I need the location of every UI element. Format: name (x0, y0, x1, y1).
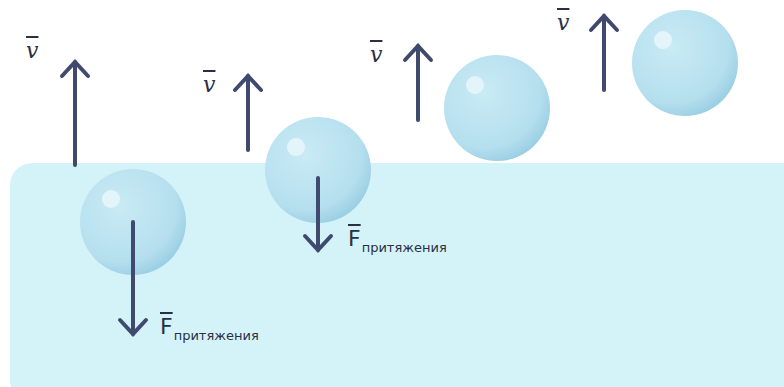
velocity-label: v (557, 12, 569, 34)
force-label: F (160, 316, 173, 338)
velocity-label: v (203, 74, 215, 96)
force-subscript: притяжения (174, 329, 259, 342)
bubbles (80, 10, 738, 275)
water (10, 163, 784, 387)
velocity-label: v (26, 40, 38, 62)
force-label: F (348, 228, 361, 250)
vector-arrows (62, 16, 617, 334)
velocity-label: v (370, 44, 382, 66)
force-subscript: притяжения (362, 241, 447, 254)
